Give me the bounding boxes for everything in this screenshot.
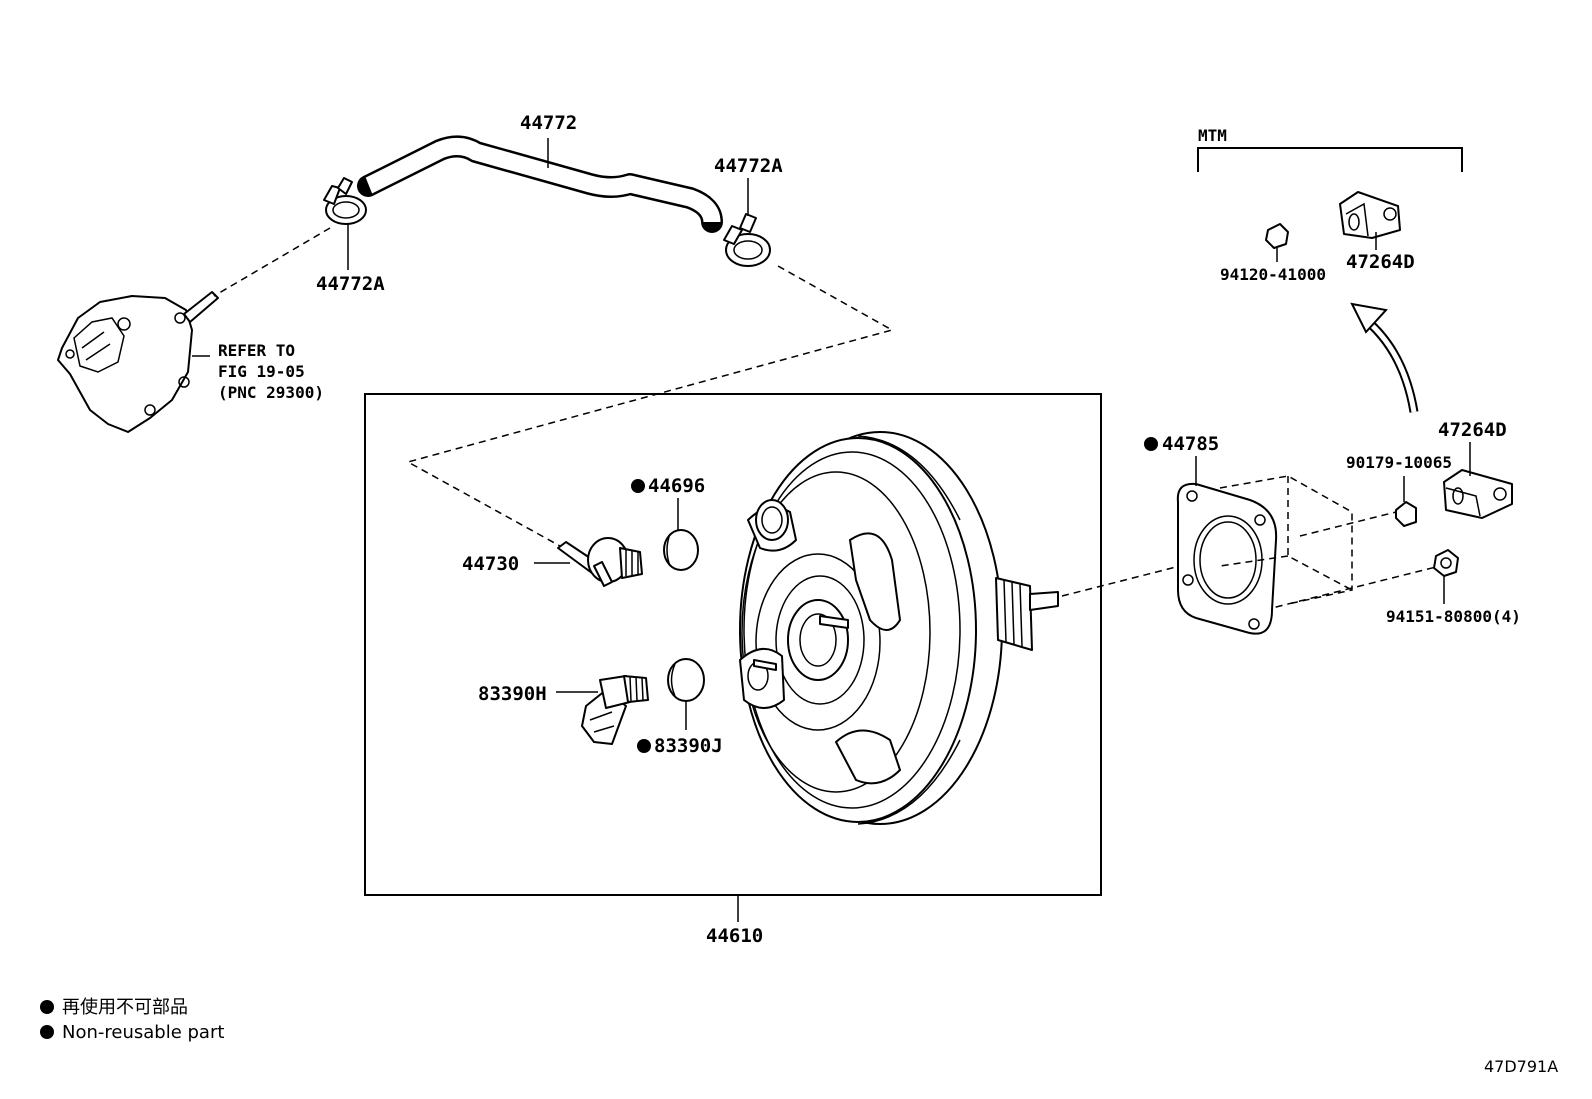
non-reusable-marker-83390j [637,739,651,753]
grommet [663,529,699,571]
bracket [1443,469,1513,519]
mtm-bracket-line [1197,147,1463,172]
label-clamp-left: 44772A [316,273,385,295]
label-booster-assy: 44610 [706,925,763,947]
booster-assembly-frame [364,393,1102,896]
bracket-mtm [1339,191,1401,239]
legend-jp: 再使用不可部品 [62,997,188,1018]
hose-clamp-left [323,177,367,225]
label-sensor-grommet: 83390J [654,735,723,757]
vacuum-hose [357,135,723,233]
label-grommet: 44696 [648,475,705,497]
figure-code: 47D791A [1484,1057,1558,1076]
legend-en: Non-reusable part [62,1022,224,1043]
legend-marker-jp [40,1000,54,1014]
label-bracket: 47264D [1438,419,1507,441]
legend-marker-en [40,1025,54,1039]
label-refer-line3: (PNC 29300) [218,383,324,402]
label-bracket-mtm: 47264D [1346,251,1415,273]
label-nut-mtm: 94120-41000 [1220,265,1326,284]
label-refer-line1: REFER TO [218,341,295,360]
vacuum-pump [57,291,219,433]
dash-clamp-to-valve [406,265,894,547]
label-hose: 44772 [520,112,577,134]
label-gasket: 44785 [1162,433,1219,455]
dash-pump-to-clamp [213,227,331,297]
vacuum-sensor [581,675,649,745]
nut-mount [1433,549,1459,577]
dash-gasket-to-nut [1299,511,1397,537]
nut-mtm [1265,223,1289,249]
check-valve [557,537,643,587]
brake-booster [739,431,1059,825]
non-reusable-marker-44785 [1144,437,1158,451]
dash-booster-to-gasket [1061,565,1181,597]
label-clamp-right: 44772A [714,155,783,177]
label-mtm: MTM [1198,126,1227,145]
label-sensor: 83390H [478,683,547,705]
non-reusable-marker-44696 [631,479,645,493]
hose-clamp-right [723,213,771,267]
reference-arrow [1350,302,1419,413]
label-refer-line2: FIG 19-05 [218,362,305,381]
mounting-outline [1219,475,1353,605]
nut-bracket [1395,501,1417,527]
gasket [1176,482,1278,635]
label-check-valve: 44730 [462,553,519,575]
sensor-grommet [667,658,705,702]
label-nut-mount: 94151-80800(4) [1386,607,1521,626]
label-nut-bracket: 90179-10065 [1346,453,1452,472]
